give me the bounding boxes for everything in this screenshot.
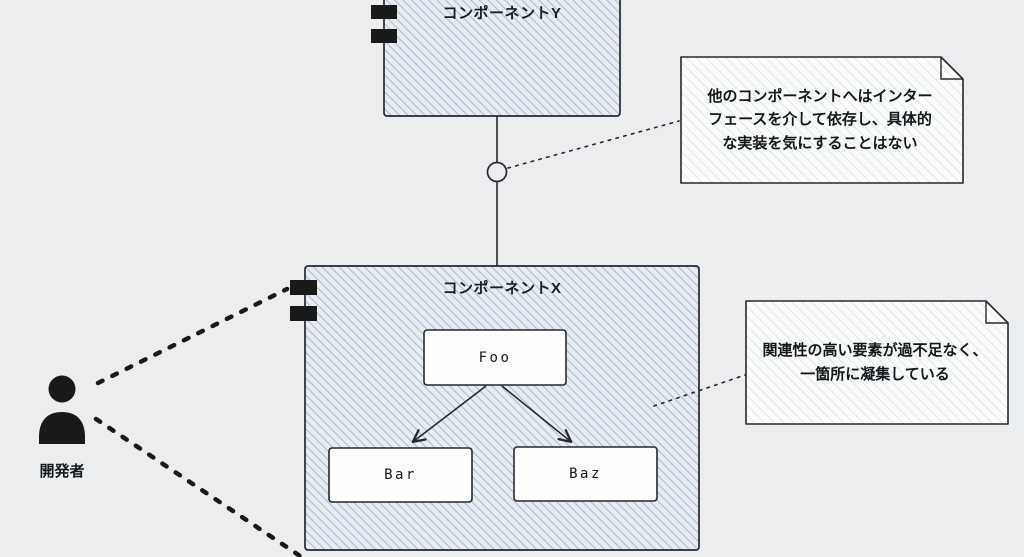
class-baz-label: Baz	[569, 466, 602, 482]
class-baz-box	[513, 446, 658, 502]
note-cohesion-text: 関連性の高い要素が過不足なく、 一箇所に凝集している	[762, 342, 988, 383]
class-bar-label: Bar	[384, 467, 417, 483]
note-cohesion-connector	[653, 374, 746, 407]
class-bar-box	[328, 447, 473, 503]
note-interface-text: 他のコンポーネントへはインター フェースを介して依存し、具体的 な実装を気にする…	[707, 88, 933, 152]
class-foo-box	[423, 329, 567, 386]
component-x-icon	[290, 280, 317, 295]
component-x-box	[304, 265, 700, 551]
arrow-foo-to-bar	[411, 385, 487, 444]
note-interface-shape	[680, 56, 964, 184]
class-foo-label: Foo	[478, 349, 512, 366]
developer-actor-body	[39, 412, 85, 444]
component-x-title: コンポーネントX	[442, 280, 562, 297]
arrow-foo-to-baz	[501, 385, 573, 444]
note-cohesion-shape	[745, 300, 1009, 425]
note-cohesion-fold-corner	[985, 301, 1008, 324]
component-y-title: コンポーネントY	[442, 5, 562, 22]
note-interface-connector	[507, 120, 680, 169]
actor-dashed-link-upper	[95, 286, 290, 386]
component-y-icon	[371, 29, 397, 43]
actor-dashed-link-lower	[93, 416, 306, 557]
component-y-icon	[371, 5, 397, 19]
component-x-icon	[290, 306, 317, 321]
developer-actor-head	[48, 375, 76, 403]
component-y-box	[383, 0, 621, 117]
developer-actor-label: 開発者	[39, 463, 85, 480]
lollipop-interface-icon	[486, 161, 508, 183]
note-interface-fold-corner	[940, 57, 963, 80]
